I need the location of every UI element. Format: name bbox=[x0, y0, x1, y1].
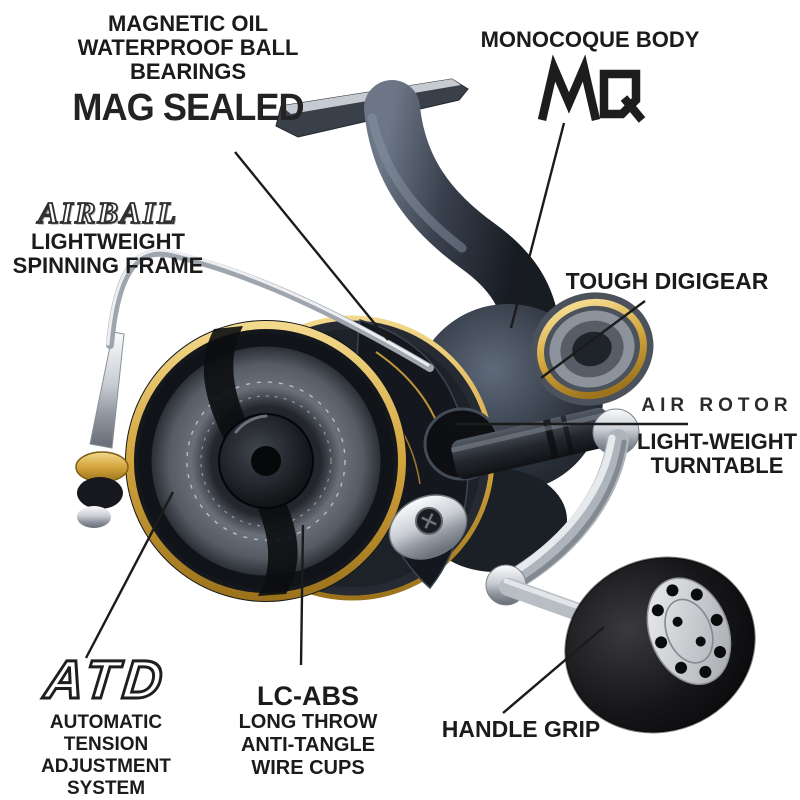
callout-text-line: TURNTABLE bbox=[650, 453, 784, 478]
callout-monocoque-body: MONOCOQUE BODY bbox=[458, 28, 722, 52]
leader-line-mag-sealed bbox=[234, 151, 389, 341]
lc-abs-logo: LC-ABS bbox=[257, 681, 359, 711]
callout-text-line: SPINNING FRAME bbox=[12, 253, 204, 278]
knob-plate bbox=[646, 577, 732, 685]
handle-knob bbox=[564, 556, 756, 734]
callout-title: TOUGH DIGIGEAR bbox=[565, 268, 769, 294]
callout-lc-abs: LC-ABS LONG THROW ANTI-TANGLE WIRE CUPS bbox=[238, 681, 378, 780]
callout-text-line: WATERPROOF BALL bbox=[77, 35, 299, 60]
leader-line-lc-abs bbox=[299, 524, 305, 666]
airbail-logo: AIRBAIL bbox=[37, 195, 178, 231]
callout-handle-grip: HANDLE GRIP bbox=[436, 716, 606, 742]
callout-mag-sealed: MAGNETIC OIL WATERPROOF BALL BEARINGS MA… bbox=[62, 11, 314, 129]
leader-line-monocoque bbox=[509, 122, 566, 329]
callout-air-bail: AIRBAIL LIGHTWEIGHT SPINNING FRAME bbox=[2, 195, 214, 278]
spool bbox=[125, 320, 407, 602]
bail-wire bbox=[106, 248, 434, 372]
callout-text-line: AUTOMATIC TENSION bbox=[49, 712, 163, 755]
mq-logo bbox=[537, 54, 646, 123]
callout-text-line: MAGNETIC OIL bbox=[107, 11, 269, 36]
callout-title: MONOCOQUE BODY bbox=[480, 27, 700, 52]
mag-sealed-logo: MAG SEALED bbox=[72, 87, 304, 129]
leader-line-digigear bbox=[540, 300, 646, 379]
line-roller bbox=[75, 331, 129, 528]
callout-text-line: LIGHT-WEIGHT bbox=[636, 429, 798, 454]
callout-title: HANDLE GRIP bbox=[441, 716, 601, 742]
callout-text-line: LONG THROW bbox=[238, 711, 378, 733]
callout-title: AIR ROTOR bbox=[641, 395, 793, 416]
handle-shaft bbox=[451, 407, 613, 480]
callout-text-line: LIGHTWEIGHT bbox=[31, 229, 185, 254]
callout-text-line: BEARINGS bbox=[129, 59, 247, 84]
callout-text-line: WIRE CUPS bbox=[251, 757, 365, 779]
gear-side-plate bbox=[530, 292, 654, 406]
callout-text-line: ADJUSTMENT SYSTEM bbox=[41, 756, 171, 799]
reel-stem bbox=[364, 80, 560, 358]
atd-logo: ATD bbox=[40, 649, 171, 712]
leader-line-atd bbox=[84, 491, 175, 659]
callout-atd: ATD AUTOMATIC TENSION ADJUSTMENT SYSTEM bbox=[6, 649, 206, 800]
callout-tough-digigear: TOUGH DIGIGEAR bbox=[550, 268, 784, 294]
leader-line-handle-grip bbox=[502, 626, 605, 714]
callout-air-rotor: AIR ROTOR LIGHT-WEIGHT TURNTABLE bbox=[636, 395, 798, 478]
bail-arm bbox=[388, 494, 468, 560]
callout-text-line: ANTI-TANGLE bbox=[240, 734, 376, 756]
